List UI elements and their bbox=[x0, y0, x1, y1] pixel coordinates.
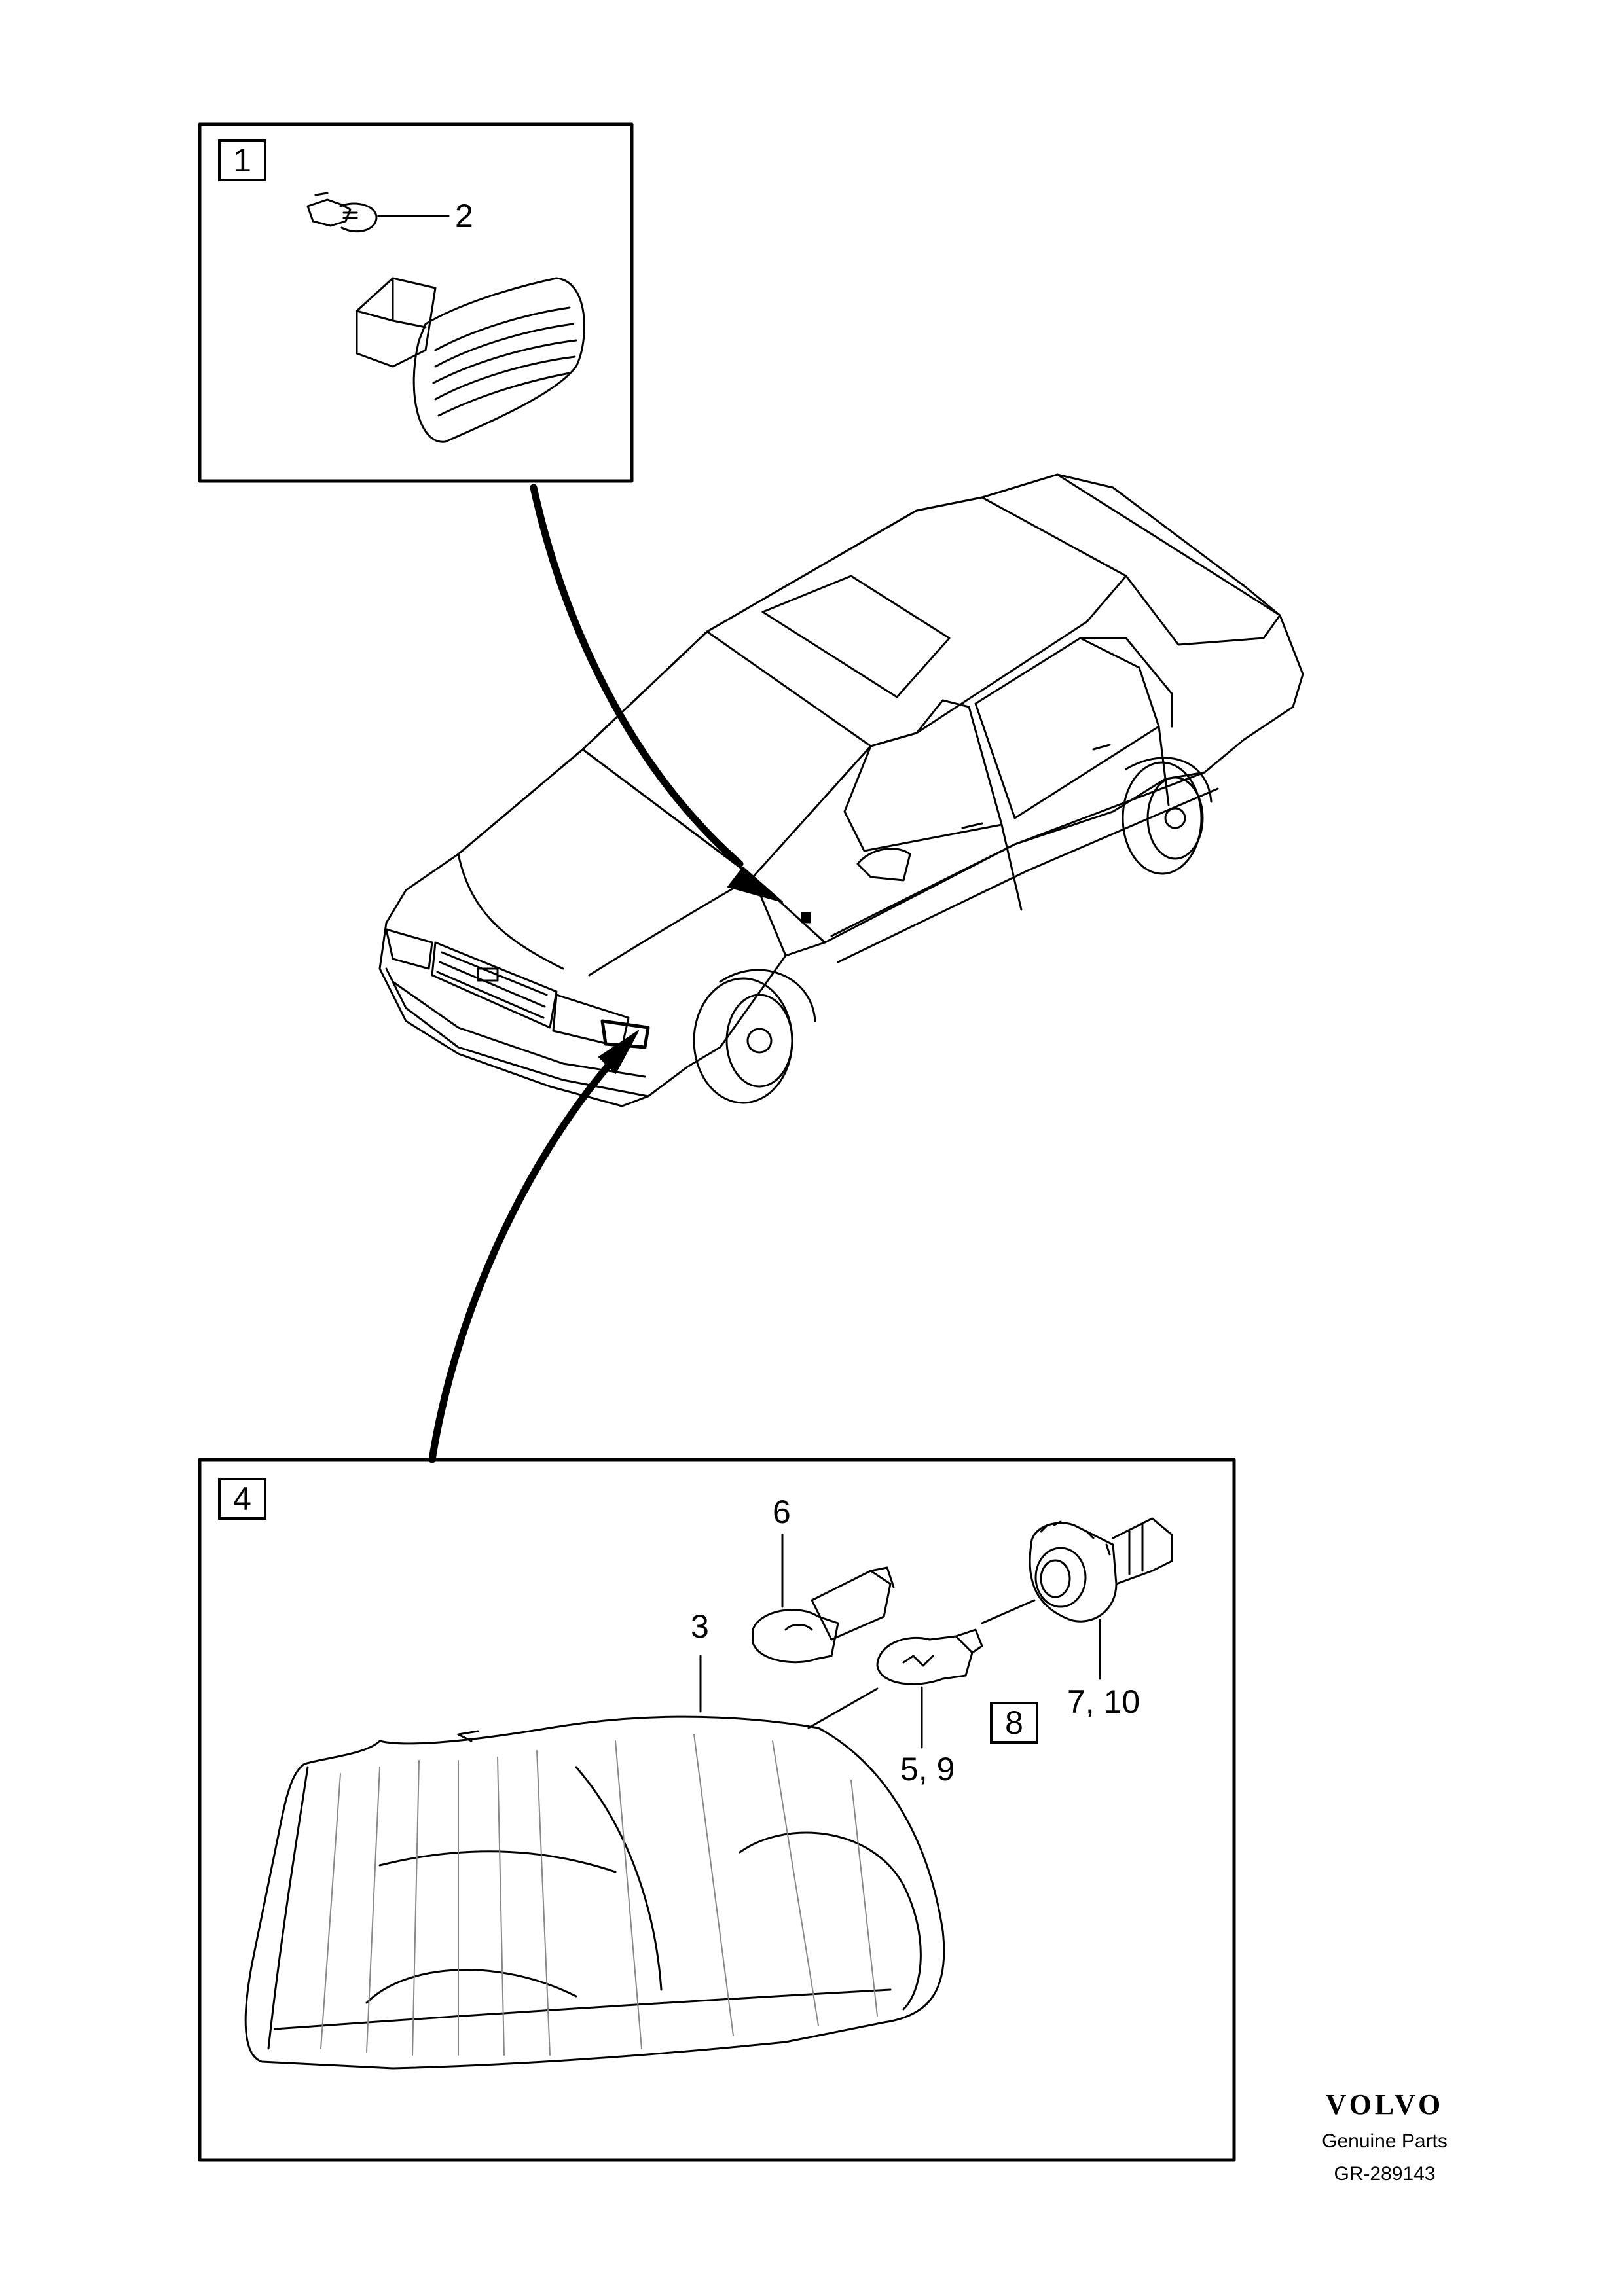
callout-3: 3 bbox=[691, 1608, 709, 1645]
frame-number-8: 8 bbox=[990, 1702, 1038, 1744]
bulb-socket-7-10 bbox=[1029, 1517, 1173, 1623]
bottom-frame-arrow bbox=[428, 1050, 623, 1463]
bulb-5-9 bbox=[876, 1628, 983, 1685]
frame-number-1: 1 bbox=[218, 139, 266, 181]
bulb-6 bbox=[752, 1566, 895, 1664]
callout-line-3-bulb bbox=[807, 1687, 879, 1729]
callout-line-bulb-socket bbox=[981, 1599, 1036, 1624]
bottom-arrow-head bbox=[598, 1030, 639, 1074]
frame-number-4: 4 bbox=[218, 1478, 266, 1520]
callout-6: 6 bbox=[773, 1494, 791, 1530]
figure-reference: GR-289143 bbox=[1334, 2163, 1436, 2185]
side-marker-lamp bbox=[356, 277, 585, 443]
bottom-detail-frame bbox=[198, 1458, 1236, 2162]
callout-5-9: 5, 9 bbox=[900, 1751, 955, 1787]
car-illustration bbox=[378, 473, 1304, 1107]
corner-lamp bbox=[244, 1715, 945, 2070]
callout-7-10: 7, 10 bbox=[1067, 1683, 1140, 1720]
genuine-parts-label: Genuine Parts bbox=[1322, 2130, 1448, 2152]
top-detail-frame bbox=[198, 122, 634, 483]
side-marker-bulb bbox=[306, 192, 378, 233]
callout-2: 2 bbox=[455, 198, 473, 234]
volvo-logo: VOLVO bbox=[1325, 2089, 1444, 2121]
top-frame-arrow bbox=[530, 484, 744, 868]
